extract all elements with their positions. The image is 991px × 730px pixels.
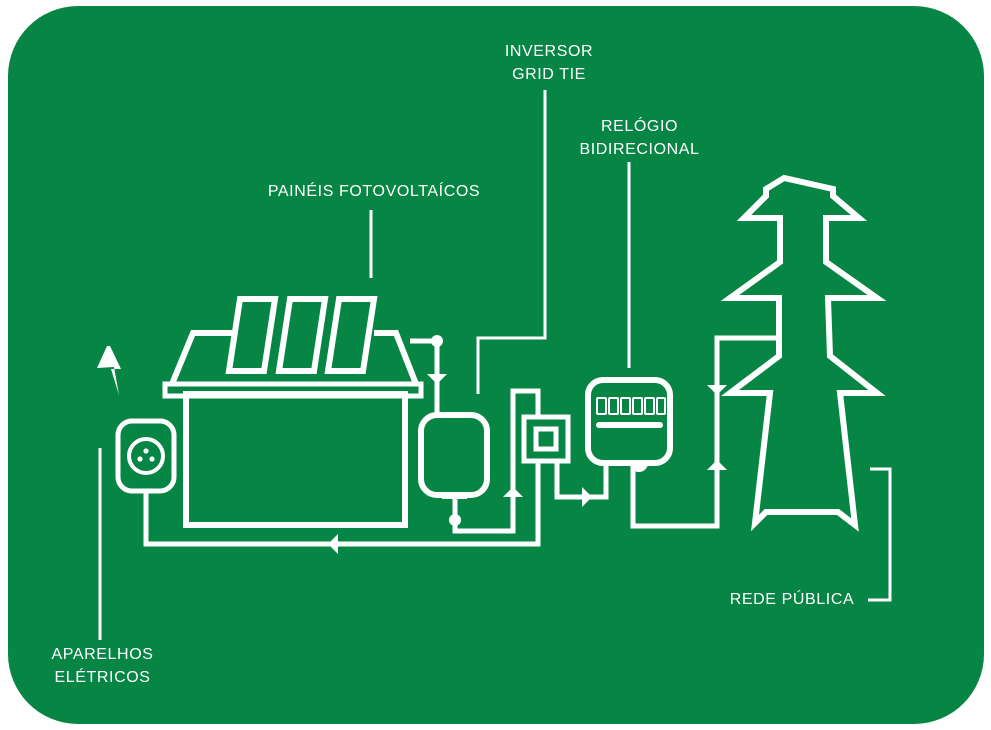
grid-bracket-line [868, 467, 892, 602]
wire-switch-to-outlet [143, 461, 541, 547]
junction-dot [431, 335, 443, 347]
arrow-left-icon [328, 534, 338, 554]
wire-meter-to-tower [630, 335, 779, 529]
meter-label-line1: RELÓGIO [600, 118, 679, 135]
inverter-leader-line [476, 90, 547, 394]
appliances-label-line1: APARELHOS [51, 646, 154, 663]
switch-box-icon [521, 414, 571, 464]
solar-panel-icon [225, 296, 378, 374]
junction-dot [449, 514, 461, 526]
panels-label-line1: PAINÉIS FOTOVOLTAÍCOS [267, 183, 481, 200]
grid-label-line1: REDE PÚBLICA [729, 591, 855, 608]
arrow-right-icon [582, 487, 592, 507]
meter-connector [630, 463, 648, 472]
electric-meter-icon [585, 377, 673, 466]
inverter-label-line1: INVERSOR [504, 43, 594, 60]
diagram-background [8, 6, 984, 724]
grid-label: REDE PÚBLICA [722, 588, 862, 611]
inverter-label: INVERSOR GRID TIE [494, 40, 604, 86]
transmission-tower-icon [720, 174, 887, 532]
arrow-up-icon [503, 487, 523, 497]
power-outlet-icon [115, 418, 177, 494]
arrow-down-icon [427, 374, 447, 384]
wire-switch-to-meter [554, 461, 609, 500]
inverter-icon [418, 412, 490, 498]
appliances-label-line2: ELÉTRICOS [54, 669, 151, 686]
arrow-up-icon [707, 460, 727, 470]
lightning-bolt-icon [97, 346, 121, 395]
meter-label: RELÓGIO BIDIRECIONAL [577, 115, 702, 161]
inverter-label-line2: GRID TIE [512, 66, 586, 83]
panels-label: PAINÉIS FOTOVOLTAÍCOS [255, 180, 493, 203]
meter-label-line2: BIDIRECIONAL [579, 141, 700, 158]
house-icon [162, 330, 424, 528]
arrow-down-icon [707, 385, 727, 395]
appliances-label: APARELHOS ELÉTRICOS [40, 643, 165, 689]
